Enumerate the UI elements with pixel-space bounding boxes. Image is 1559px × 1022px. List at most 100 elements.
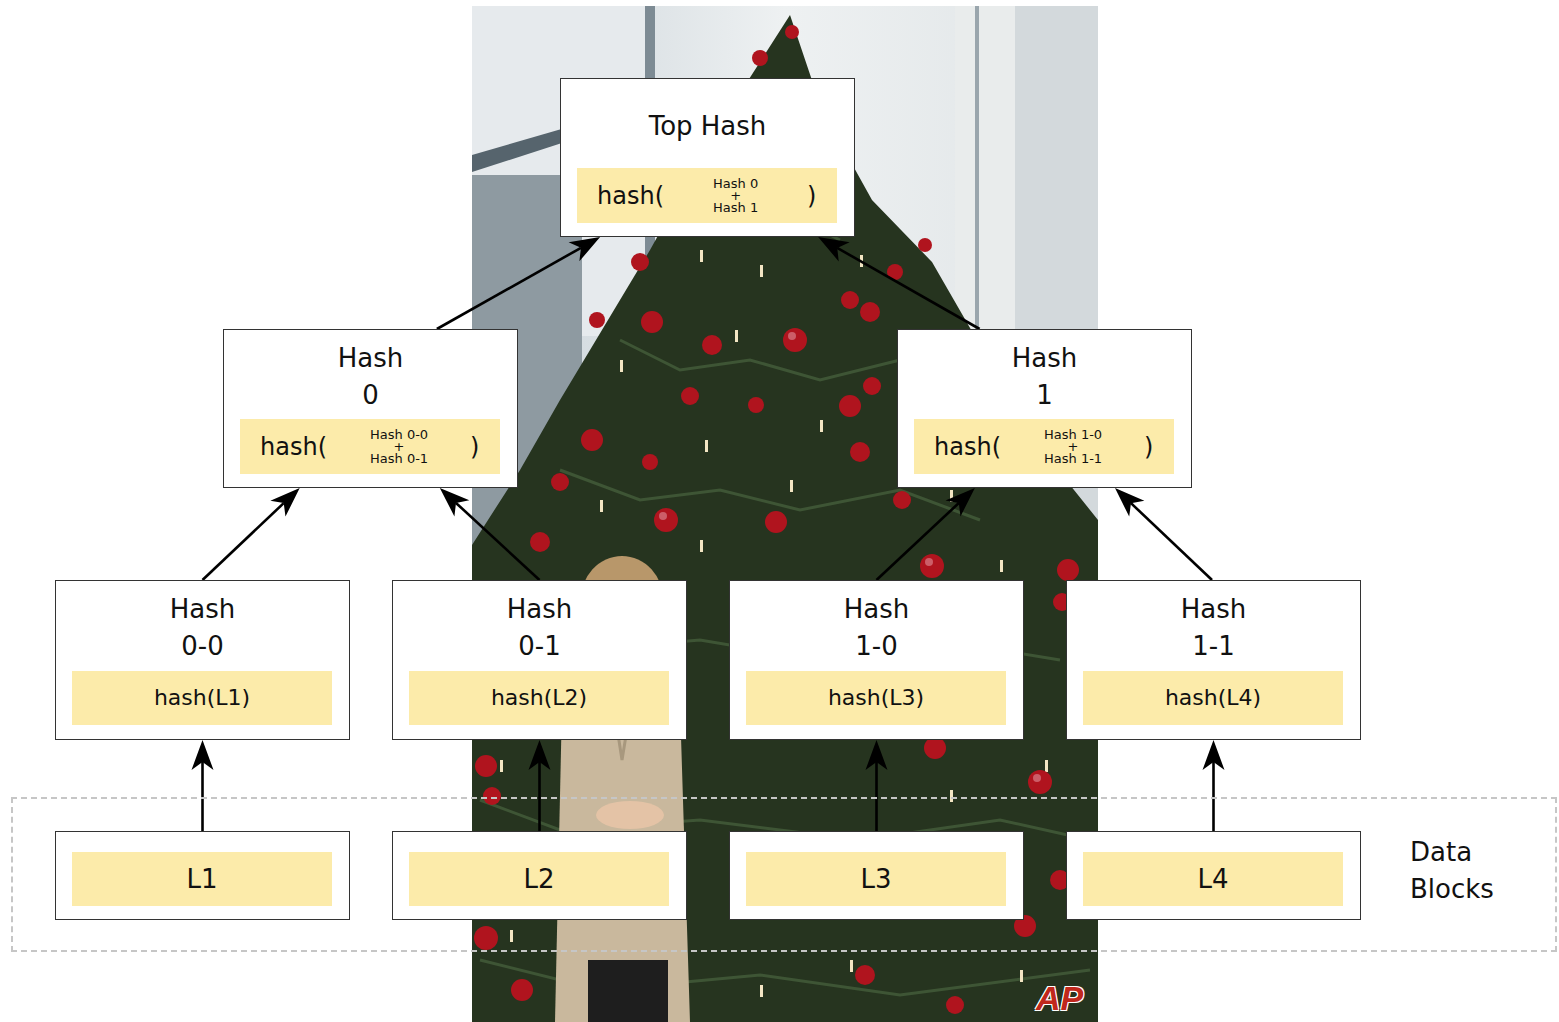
- hash-stack: Hash 1-0+Hash 1-1: [1044, 429, 1102, 465]
- arrowhead: [192, 740, 214, 770]
- bauble: [783, 328, 807, 352]
- block-label: L1: [186, 865, 217, 893]
- hash-band: hash(L2): [409, 671, 669, 725]
- window-frame: [472, 128, 565, 172]
- highlight: [788, 332, 796, 340]
- connector: [866, 740, 888, 831]
- bauble: [654, 508, 678, 532]
- hash-stack: Hash 0-0+Hash 0-1: [370, 429, 428, 465]
- bauble: [841, 291, 859, 309]
- hash-band: hash(L4): [1083, 671, 1343, 725]
- bauble: [474, 926, 498, 950]
- bauble: [850, 442, 870, 462]
- slot: ): [807, 168, 816, 223]
- heading-area: Hash 1: [898, 330, 1191, 424]
- candle: [735, 330, 738, 342]
- candle: [820, 420, 823, 432]
- block-label: L4: [1197, 865, 1228, 893]
- arrowhead: [818, 237, 850, 261]
- hash-operand: Hash 1-0: [1044, 429, 1102, 441]
- hash-operand: Hash 0: [713, 178, 758, 190]
- hash-operand: Hash 0-1: [370, 453, 428, 465]
- candle: [700, 250, 703, 262]
- hash-formula: hash(L1): [154, 684, 250, 712]
- candle: [1000, 560, 1003, 572]
- hash-stack: Hash 0+Hash 1: [713, 178, 758, 214]
- hash-operand: Hash 1: [713, 202, 758, 214]
- hash-box: Hash 0-0 hash(L1): [55, 580, 350, 740]
- candle: [950, 790, 953, 802]
- block-label: L2: [523, 865, 554, 893]
- arrowhead: [440, 488, 470, 516]
- hash-plus: +: [394, 441, 405, 453]
- candle: [620, 360, 623, 372]
- bauble: [631, 253, 649, 271]
- hash-plus: +: [730, 190, 741, 202]
- heading-area: Top Hash: [561, 79, 854, 173]
- candle: [850, 960, 853, 972]
- node-title: Hash 1-0: [838, 591, 916, 665]
- hash-operand: Hash 0-0: [370, 429, 428, 441]
- node-title: Hash 0-1: [501, 591, 579, 665]
- heading-area: Hash 0-0: [56, 581, 349, 675]
- hash-band: hash(L3): [746, 671, 1006, 725]
- connector: [203, 488, 300, 580]
- heading-area: Hash 1-1: [1067, 581, 1360, 675]
- hash-formula: hash(L2): [491, 684, 587, 712]
- block-band: L2: [409, 852, 669, 906]
- bauble: [918, 238, 932, 252]
- hash-band: hash( Hash 0+Hash 1): [577, 168, 837, 223]
- bauble: [589, 312, 605, 328]
- node-title: Top Hash: [649, 108, 767, 145]
- bauble: [1028, 770, 1052, 794]
- hash-formula: hash(L3): [828, 684, 924, 712]
- candle: [510, 930, 513, 942]
- node-title: Hash 0: [332, 340, 410, 414]
- bauble: [748, 397, 764, 413]
- group-band: Data BlocksL1L2L3L4: [11, 797, 1557, 952]
- slot: Hash 0-0+Hash 0-1: [370, 419, 428, 474]
- heading-area: Hash 0: [224, 330, 517, 424]
- block-band: L1: [72, 852, 332, 906]
- heading-area: Hash 0-1: [393, 581, 686, 675]
- arrowhead: [866, 740, 888, 770]
- hash-box: Hash 1hash(Hash 1-0+Hash 1-1): [897, 329, 1192, 488]
- arrowhead: [1203, 740, 1225, 770]
- hash-close: ): [807, 181, 816, 211]
- hash-open: hash(: [934, 432, 1001, 462]
- bauble: [475, 755, 497, 777]
- connector: [1115, 488, 1212, 580]
- hash-operand: Hash 1-1: [1044, 453, 1102, 465]
- highlight: [925, 558, 933, 566]
- connector-line: [1131, 503, 1212, 580]
- connector-line: [837, 248, 979, 329]
- connector: [1203, 740, 1225, 831]
- data-block: L4: [1066, 831, 1361, 920]
- candle: [705, 440, 708, 452]
- bauble: [702, 335, 722, 355]
- slot: hash(: [597, 168, 664, 223]
- connector-line: [877, 503, 959, 580]
- slot: hash(: [260, 419, 327, 474]
- block-label: L3: [860, 865, 891, 893]
- candle: [1020, 970, 1023, 982]
- hash-open: hash(: [597, 181, 664, 211]
- watermark: AP: [1036, 980, 1083, 1016]
- slot: Hash 0+Hash 1: [713, 168, 758, 223]
- connector-line: [203, 503, 284, 580]
- hash-box: Hash 1-0 hash(L3): [729, 580, 1024, 740]
- arrowhead: [569, 237, 601, 261]
- node-title: Hash 1: [1006, 340, 1084, 414]
- connector-line: [437, 248, 581, 329]
- connector-line: [456, 503, 540, 580]
- slot: ): [470, 419, 479, 474]
- node-title: Hash 1-1: [1175, 591, 1253, 665]
- bauble: [839, 395, 861, 417]
- bauble: [483, 787, 501, 805]
- bauble: [785, 25, 799, 39]
- heading-area: Hash 1-0: [730, 581, 1023, 675]
- bauble: [924, 737, 946, 759]
- bauble: [893, 491, 911, 509]
- person-hands: [596, 801, 664, 829]
